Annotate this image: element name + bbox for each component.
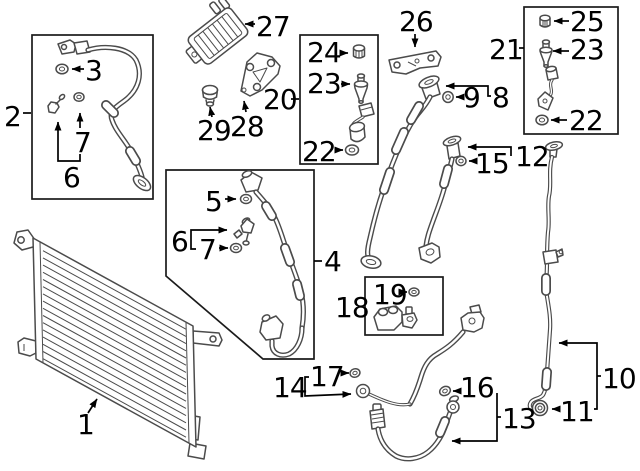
callout-17[interactable]: 17 xyxy=(310,360,345,393)
callout-13[interactable]: 13 xyxy=(502,402,537,435)
callout-16[interactable]: 16 xyxy=(460,371,495,404)
seal-3-drawing xyxy=(55,63,69,75)
group-box-20 xyxy=(299,34,379,165)
bracket-26-drawing xyxy=(388,50,442,75)
seal-17-drawing xyxy=(349,367,361,379)
callout-22b[interactable]: 22 xyxy=(569,104,604,137)
callout-1[interactable]: 1 xyxy=(77,408,95,441)
callout-labels: 1 2 3 6 7 4 5 6 7 8 9 10 11 12 13 14 15 … xyxy=(4,5,637,441)
callout-7b[interactable]: 7 xyxy=(199,233,217,266)
hose-13-drawing xyxy=(369,395,460,462)
callout-4[interactable]: 4 xyxy=(324,245,342,278)
callout-28[interactable]: 28 xyxy=(230,110,265,143)
oring-7a-drawing xyxy=(73,91,85,103)
module-27-drawing xyxy=(185,0,249,65)
callout-10[interactable]: 10 xyxy=(602,362,637,395)
seal-5-drawing xyxy=(239,193,253,205)
callout-25[interactable]: 25 xyxy=(570,5,605,38)
callout-6b[interactable]: 6 xyxy=(171,225,189,258)
seal-19-drawing xyxy=(408,287,420,297)
seal-9-drawing xyxy=(442,90,454,104)
callout-9[interactable]: 9 xyxy=(463,81,481,114)
callout-12[interactable]: 12 xyxy=(515,140,550,173)
hose-4-drawing xyxy=(240,169,306,358)
valve-core-23b-drawing xyxy=(539,39,553,69)
callout-24[interactable]: 24 xyxy=(307,36,342,69)
pipe-10-drawing xyxy=(527,140,564,417)
callout-14[interactable]: 14 xyxy=(273,371,308,404)
callout-21[interactable]: 21 xyxy=(489,33,524,66)
pressure-switch-20-drawing xyxy=(348,102,375,143)
callout-18[interactable]: 18 xyxy=(335,291,370,324)
bracket-28-drawing xyxy=(240,52,281,97)
seal-22b-drawing xyxy=(535,114,549,126)
oring-7b-drawing xyxy=(229,242,243,254)
pressure-switch-21-drawing xyxy=(537,65,559,111)
callout-11[interactable]: 11 xyxy=(560,395,595,428)
callout-20[interactable]: 20 xyxy=(263,83,298,116)
valve-core-23a-drawing xyxy=(353,73,369,105)
cap-nut-24-drawing xyxy=(352,44,366,59)
seal-16-drawing xyxy=(438,385,452,397)
leader-lines xyxy=(23,17,601,445)
hose-2-drawing xyxy=(57,39,152,192)
callout-29[interactable]: 29 xyxy=(197,114,232,147)
seal-15-drawing xyxy=(455,155,467,167)
seal-22a-drawing xyxy=(344,144,360,156)
callout-26[interactable]: 26 xyxy=(399,5,434,38)
valve-block-18-drawing xyxy=(373,305,418,331)
valve-6a-drawing xyxy=(47,93,66,114)
callout-3[interactable]: 3 xyxy=(85,54,103,87)
hose-12-drawing xyxy=(418,135,462,264)
callout-23a[interactable]: 23 xyxy=(307,67,342,100)
callout-7a[interactable]: 7 xyxy=(74,126,92,159)
cap-nut-25-drawing xyxy=(539,14,551,28)
callout-8[interactable]: 8 xyxy=(492,81,510,114)
grommet-29-drawing xyxy=(201,84,219,107)
callout-23b[interactable]: 23 xyxy=(570,33,605,66)
group-box-4 xyxy=(165,169,315,360)
hose-8-drawing xyxy=(360,75,441,269)
valve-6b-drawing xyxy=(233,217,255,246)
callout-5[interactable]: 5 xyxy=(205,185,223,218)
condenser-drawing xyxy=(13,229,223,460)
callout-19[interactable]: 19 xyxy=(373,278,408,311)
callout-22a[interactable]: 22 xyxy=(302,135,337,168)
group-box-2 xyxy=(31,34,154,200)
callout-15[interactable]: 15 xyxy=(475,147,510,180)
group-box-18 xyxy=(364,276,444,336)
callout-27[interactable]: 27 xyxy=(256,10,291,43)
callout-6a[interactable]: 6 xyxy=(63,161,81,194)
grommet-11-drawing xyxy=(534,402,546,414)
group-box-21 xyxy=(523,6,619,135)
callout-2[interactable]: 2 xyxy=(4,100,22,133)
hose-14-drawing xyxy=(355,304,485,407)
